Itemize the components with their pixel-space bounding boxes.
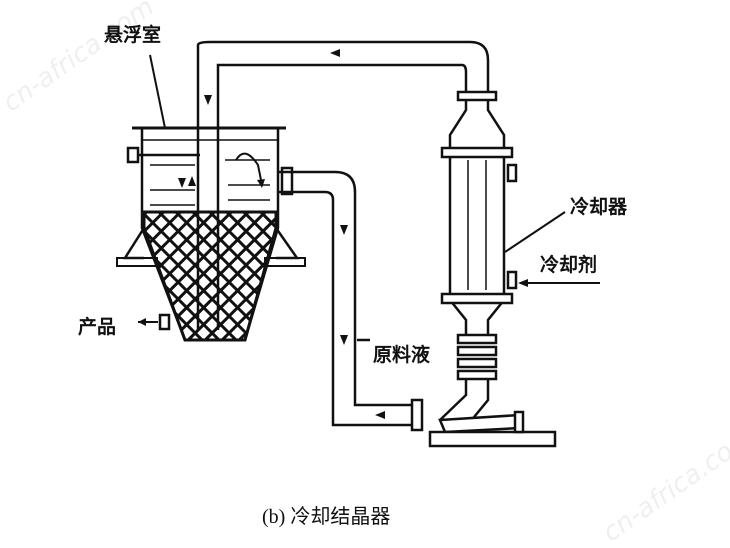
crystallizer-vessel	[140, 128, 280, 342]
circulation-pipe	[278, 170, 412, 407]
downcomer-pipe	[196, 40, 490, 330]
label-product: 产品	[78, 316, 117, 338]
label-suspension-chamber: 悬浮室	[104, 24, 162, 46]
label-feed-liquid: 原料液	[373, 344, 431, 366]
label-coolant: 冷却剂	[540, 254, 598, 276]
label-cooler: 冷却器	[570, 196, 628, 218]
caption: (b) 冷却结晶器	[262, 506, 391, 528]
